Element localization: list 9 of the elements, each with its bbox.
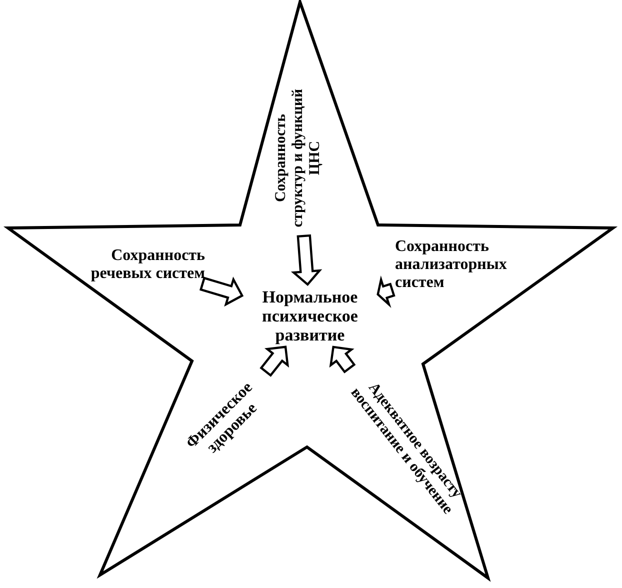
factor-label: Сохранность речевых систем [75, 247, 205, 283]
factor-label: Сохранность структур и функций ЦНС [272, 83, 324, 233]
block-arrow [260, 346, 290, 377]
block-arrow [199, 276, 244, 307]
center-label: Нормальное психическое развитие [245, 287, 375, 345]
block-arrow [329, 346, 356, 374]
factor-label: Сохранность анализаторных систем [395, 238, 545, 292]
block-arrow [290, 234, 322, 286]
block-arrow [376, 275, 396, 308]
